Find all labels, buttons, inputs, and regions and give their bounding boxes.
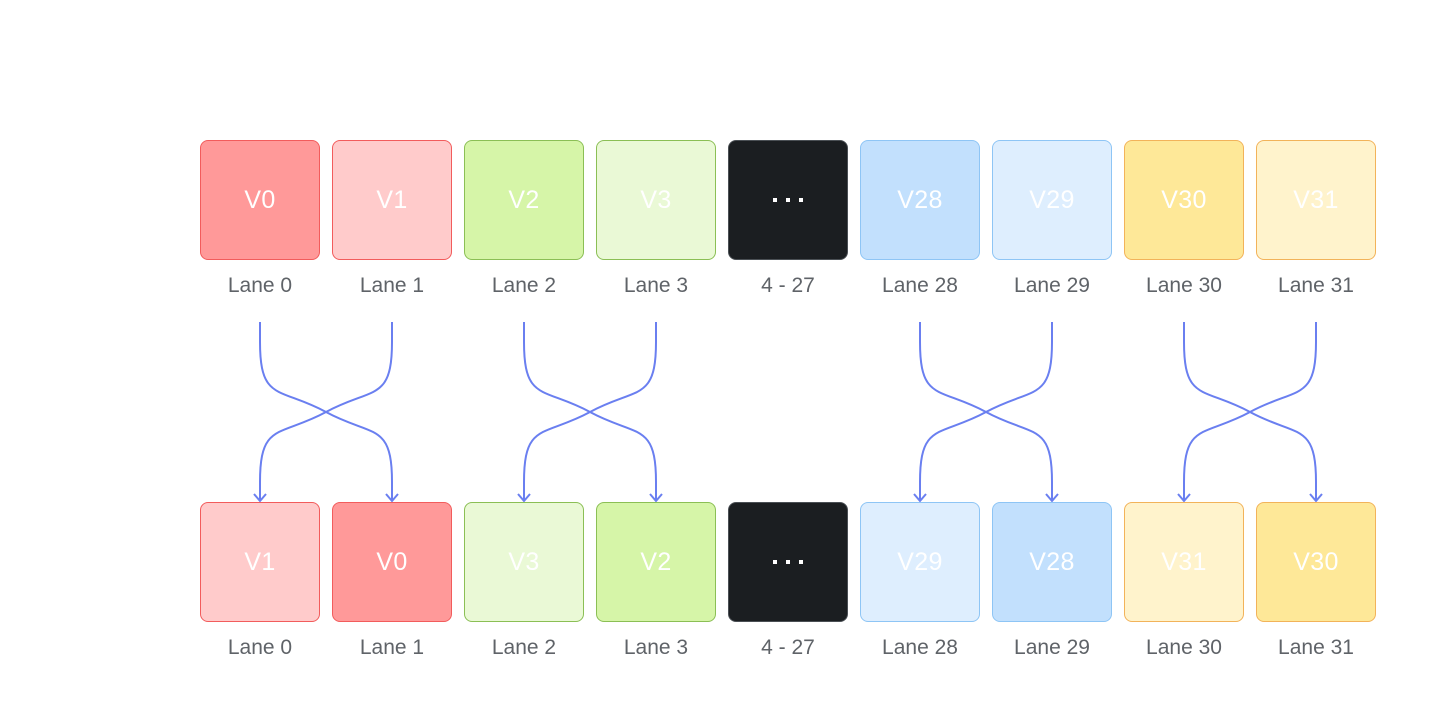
swap-arrow-path <box>259 322 393 501</box>
value-label: V2 <box>640 547 672 576</box>
lane-label: Lane 30 <box>1146 636 1222 659</box>
lane-label: Lane 29 <box>1014 636 1090 659</box>
swap-arrow-path <box>523 322 657 501</box>
lane-label: Lane 1 <box>359 274 425 297</box>
value-label: V30 <box>1161 185 1207 214</box>
lane-label: Lane 2 <box>491 274 557 297</box>
ellipsis-dot <box>786 198 790 202</box>
value-label: V31 <box>1293 185 1339 214</box>
value-label: V29 <box>1029 185 1075 214</box>
lane-label: Lane 31 <box>1278 636 1354 659</box>
arrowhead-icon <box>649 493 663 503</box>
value-label: V1 <box>244 547 276 576</box>
value-box: V1 <box>332 140 452 260</box>
value-box: V29 <box>860 502 980 622</box>
swap-arrow-path <box>919 322 1053 501</box>
value-box: V28 <box>860 140 980 260</box>
ellipsis-box <box>728 140 848 260</box>
arrowhead-icon <box>253 493 267 503</box>
lane-label: Lane 29 <box>1014 274 1090 297</box>
lane-label: Lane 3 <box>623 636 689 659</box>
lane-label: Lane 2 <box>491 636 557 659</box>
lane-label: Lane 0 <box>227 636 293 659</box>
arrowhead-icon <box>1045 493 1059 503</box>
lane-label: Lane 1 <box>359 636 425 659</box>
value-label: V3 <box>508 547 540 576</box>
value-label: V28 <box>897 185 943 214</box>
value-label: V0 <box>376 547 408 576</box>
ellipsis-dot <box>799 198 803 202</box>
value-box: V0 <box>332 502 452 622</box>
value-label: V29 <box>897 547 943 576</box>
value-label: V2 <box>508 185 540 214</box>
value-box: V0 <box>200 140 320 260</box>
value-label: V3 <box>640 185 672 214</box>
swap-arrow-path <box>523 322 657 501</box>
value-box: V31 <box>1256 140 1376 260</box>
value-label: V0 <box>244 185 276 214</box>
value-box: V2 <box>596 502 716 622</box>
ellipsis-dot <box>773 560 777 564</box>
lane-label: 4 - 27 <box>761 274 815 297</box>
lane-label: 4 - 27 <box>761 636 815 659</box>
lane-label: Lane 28 <box>882 636 958 659</box>
swap-arrow-path <box>919 322 1053 501</box>
value-box: V30 <box>1256 502 1376 622</box>
ellipsis-dot <box>786 560 790 564</box>
arrowhead-icon <box>913 493 927 503</box>
value-box: V1 <box>200 502 320 622</box>
value-label: V30 <box>1293 547 1339 576</box>
ellipsis-icon <box>773 560 803 564</box>
lane-label: Lane 28 <box>882 274 958 297</box>
ellipsis-dot <box>773 198 777 202</box>
arrowhead-icon <box>385 493 399 503</box>
lane-label: Lane 30 <box>1146 274 1222 297</box>
value-box: V3 <box>464 502 584 622</box>
ellipsis-icon <box>773 198 803 202</box>
value-box: V2 <box>464 140 584 260</box>
ellipsis-dot <box>799 560 803 564</box>
value-box: V29 <box>992 140 1112 260</box>
value-label: V1 <box>376 185 408 214</box>
swap-arrow-path <box>1183 322 1317 501</box>
value-box: V3 <box>596 140 716 260</box>
arrowhead-icon <box>1177 493 1191 503</box>
swap-arrow-path <box>259 322 393 501</box>
value-label: V31 <box>1161 547 1207 576</box>
lane-label: Lane 31 <box>1278 274 1354 297</box>
lane-label: Lane 3 <box>623 274 689 297</box>
value-box: V30 <box>1124 140 1244 260</box>
ellipsis-box <box>728 502 848 622</box>
value-box: V31 <box>1124 502 1244 622</box>
lane-label: Lane 0 <box>227 274 293 297</box>
arrowhead-icon <box>1309 493 1323 503</box>
swap-arrow-path <box>1183 322 1317 501</box>
value-box: V28 <box>992 502 1112 622</box>
arrowhead-icon <box>517 493 531 503</box>
value-label: V28 <box>1029 547 1075 576</box>
